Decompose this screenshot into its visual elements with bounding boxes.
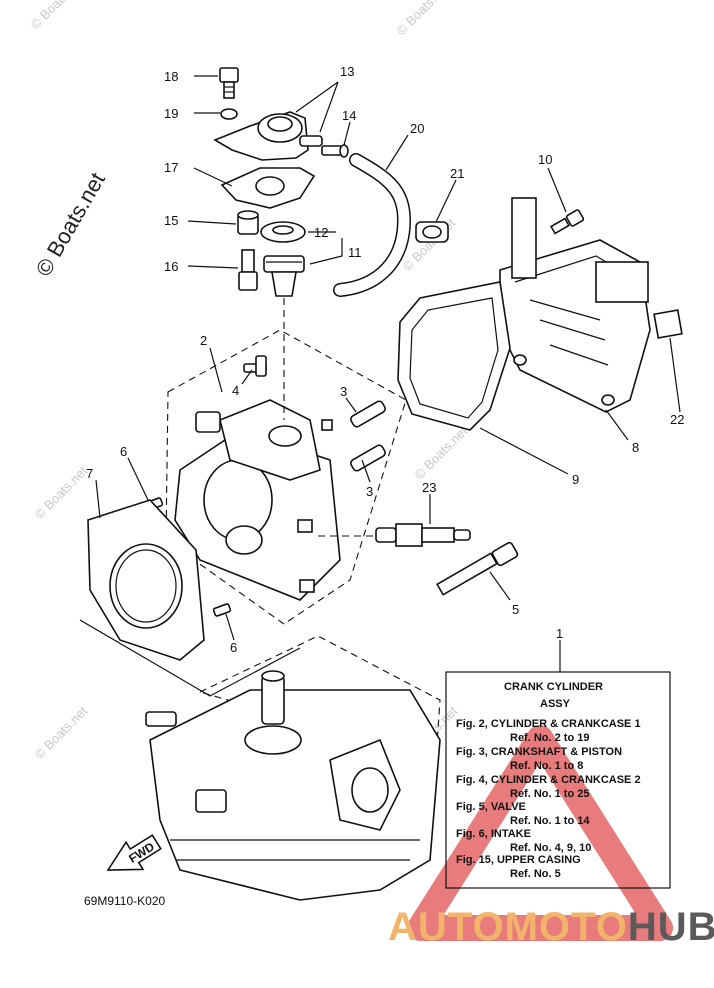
info-line-7: Ref. No. 1 to 14 — [510, 815, 590, 827]
part-8-exhaust-cover — [499, 197, 651, 413]
fwd-arrow: FWD — [106, 834, 162, 871]
info-line-1: Ref. No. 2 to 19 — [510, 732, 589, 744]
info-line-5: Ref. No. 1 to 25 — [510, 788, 589, 800]
info-line-3: Ref. No. 1 to 8 — [510, 760, 583, 772]
callout-6-upper: 6 — [120, 444, 127, 459]
callout-8: 8 — [632, 440, 639, 455]
callout-7: 7 — [86, 466, 93, 481]
callout-3-upper: 3 — [340, 384, 347, 399]
callout-4: 4 — [232, 383, 239, 398]
brand-part-2: HUB — [628, 905, 714, 949]
info-line-4: Fig. 4, CYLINDER & CRANKCASE 2 — [456, 774, 641, 786]
part-16-bolt — [238, 249, 258, 291]
callout-9: 9 — [572, 472, 579, 487]
watermark-top-mid: © Boats.net — [394, 0, 453, 38]
part-13-thermostat-cover — [213, 111, 323, 161]
part-12-seal — [260, 221, 306, 243]
callout-14: 14 — [342, 108, 356, 123]
gasket-guide-line — [79, 619, 301, 697]
part-7-head-gasket — [87, 499, 205, 661]
info-box-title: CRANK CYLINDER — [504, 681, 603, 693]
crankcase — [145, 635, 441, 901]
callout-6-lower: 6 — [230, 640, 237, 655]
watermark-main: © Boats.net — [31, 168, 110, 280]
watermark-left-2: © Boats.net — [32, 703, 91, 762]
brand-part-1: AUTOMOTO — [388, 905, 628, 949]
part-20-hose — [333, 153, 412, 297]
part-2-cylinder-head — [174, 399, 341, 601]
brand-logo-text: AUTOMOTOHUB — [388, 905, 714, 949]
callout-13: 13 — [340, 64, 354, 79]
callout-18: 18 — [164, 69, 178, 84]
part-21-clip — [415, 221, 449, 243]
part-17-gasket-hole — [255, 176, 285, 196]
callout-19: 19 — [164, 106, 178, 121]
part-3-pin-upper — [350, 400, 386, 428]
callout-17: 17 — [164, 160, 178, 175]
callout-11: 11 — [348, 245, 362, 260]
callout-10: 10 — [538, 152, 552, 167]
brand-triangle — [407, 725, 673, 941]
callout-15: 15 — [164, 213, 178, 228]
info-line-9: Ref. No. 4, 9, 10 — [510, 842, 591, 854]
part-19-washer — [220, 108, 238, 120]
info-line-11: Ref. No. 5 — [510, 868, 561, 880]
part-18-bolt — [219, 67, 239, 99]
callout-21: 21 — [450, 166, 464, 181]
info-line-8: Fig. 6, INTAKE — [456, 828, 531, 840]
leader-lines — [95, 75, 681, 672]
callout-12: 12 — [314, 225, 328, 240]
part-15-collar — [237, 210, 259, 235]
part-3-pin-lower — [350, 444, 386, 472]
callout-2: 2 — [200, 333, 207, 348]
part-5-bolt — [436, 541, 519, 596]
callouts: 18 19 13 14 20 17 10 21 15 12 11 16 2 4 … — [86, 64, 684, 655]
info-line-2: Fig. 3, CRANKSHAFT & PISTON — [456, 746, 622, 758]
info-line-6: Fig. 5, VALVE — [456, 801, 526, 813]
part-23-spark-plug — [375, 523, 471, 547]
callout-1: 1 — [556, 626, 563, 641]
info-box-subtitle: ASSY — [540, 698, 571, 710]
info-box: CRANK CYLINDER ASSY Fig. 2, CYLINDER & C… — [445, 671, 671, 889]
callout-3-lower: 3 — [366, 484, 373, 499]
part-10-bolt — [549, 209, 585, 235]
drawing-code: 69M9110-K020 — [84, 894, 165, 908]
info-line-0: Fig. 2, CYLINDER & CRANKCASE 1 — [456, 718, 641, 730]
part-4-nipple — [243, 355, 267, 377]
part-9-gasket-inner — [409, 297, 499, 419]
callout-22: 22 — [670, 412, 684, 427]
part-20-hose-inner — [334, 154, 410, 296]
part-11-thermostat — [263, 255, 305, 297]
watermark-left-1: © Boats.net — [32, 463, 91, 522]
watermark-right-1: © Boats.net — [412, 423, 471, 482]
part-22-plate — [653, 309, 683, 339]
part-14-nipple — [321, 144, 349, 158]
callout-5: 5 — [512, 602, 519, 617]
info-line-10: Fig. 15, UPPER CASING — [456, 854, 581, 866]
watermark-top-left: © Boats.net — [28, 0, 87, 32]
callout-20: 20 — [410, 121, 424, 136]
part-6-pin-lower — [212, 603, 232, 617]
callout-23: 23 — [422, 480, 436, 495]
callout-16: 16 — [164, 259, 178, 274]
part-9-gasket — [397, 281, 511, 431]
